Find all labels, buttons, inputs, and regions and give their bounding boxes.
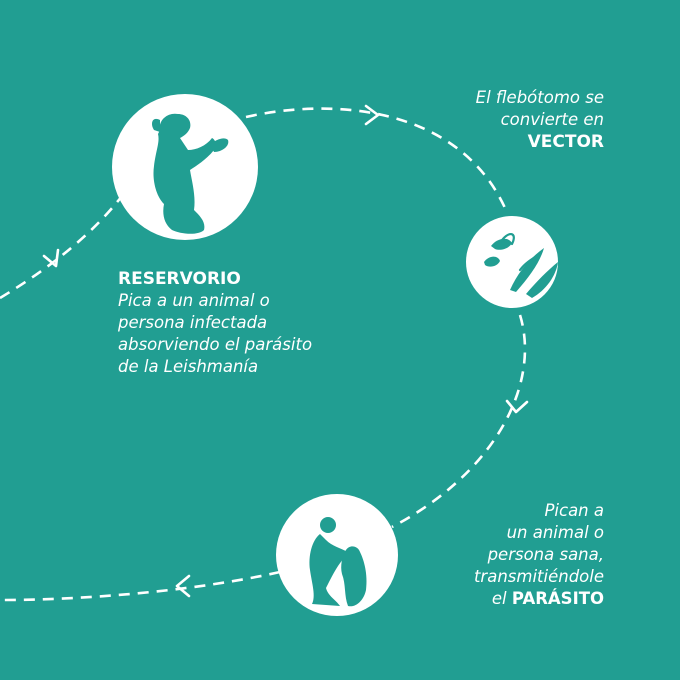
reservorio-label: RESERVORIO Pica a un animal o persona in… bbox=[118, 268, 378, 378]
arrow-chevron-icon bbox=[175, 574, 191, 598]
parasito-prefix: el bbox=[491, 589, 507, 608]
path-reservorio-to-vector bbox=[245, 107, 507, 209]
reservorio-title: RESERVORIO bbox=[118, 269, 241, 289]
parasito-label: Pican a un animal o persona sana, transm… bbox=[384, 500, 604, 610]
path-left-to-reservorio bbox=[0, 195, 124, 300]
reservorio-line: Pica a un animal o bbox=[118, 291, 270, 310]
parasito-line: Pican a bbox=[544, 501, 604, 520]
vector-line: El flebótomo se bbox=[475, 88, 604, 107]
vector-title: VECTOR bbox=[527, 132, 604, 152]
path-parasito-to-left bbox=[0, 570, 281, 602]
arrow-chevron-icon bbox=[364, 104, 380, 126]
parasito-line: persona sana, bbox=[487, 545, 604, 564]
parasito-line: transmitiéndole bbox=[473, 567, 604, 586]
parasito-last-line: el PARÁSITO bbox=[384, 588, 604, 610]
reservorio-line: de la Leishmanía bbox=[118, 357, 259, 376]
vector-label: El flebótomo se convierte en VECTOR bbox=[384, 87, 604, 153]
dog-icon bbox=[112, 94, 258, 240]
person-with-dog-icon bbox=[276, 494, 398, 616]
parasito-title: PARÁSITO bbox=[511, 589, 604, 608]
reservorio-line: absorviendo el parásito bbox=[118, 335, 313, 354]
vector-line: convierte en bbox=[500, 110, 604, 129]
arrow-chevron-icon bbox=[42, 248, 60, 268]
parasito-line: un animal o bbox=[506, 523, 604, 542]
arrow-chevron-icon bbox=[505, 399, 529, 414]
reservorio-line: persona infectada bbox=[118, 313, 268, 332]
path-vector-to-parasito bbox=[391, 314, 527, 529]
sandfly-parasite-icon bbox=[466, 216, 558, 308]
